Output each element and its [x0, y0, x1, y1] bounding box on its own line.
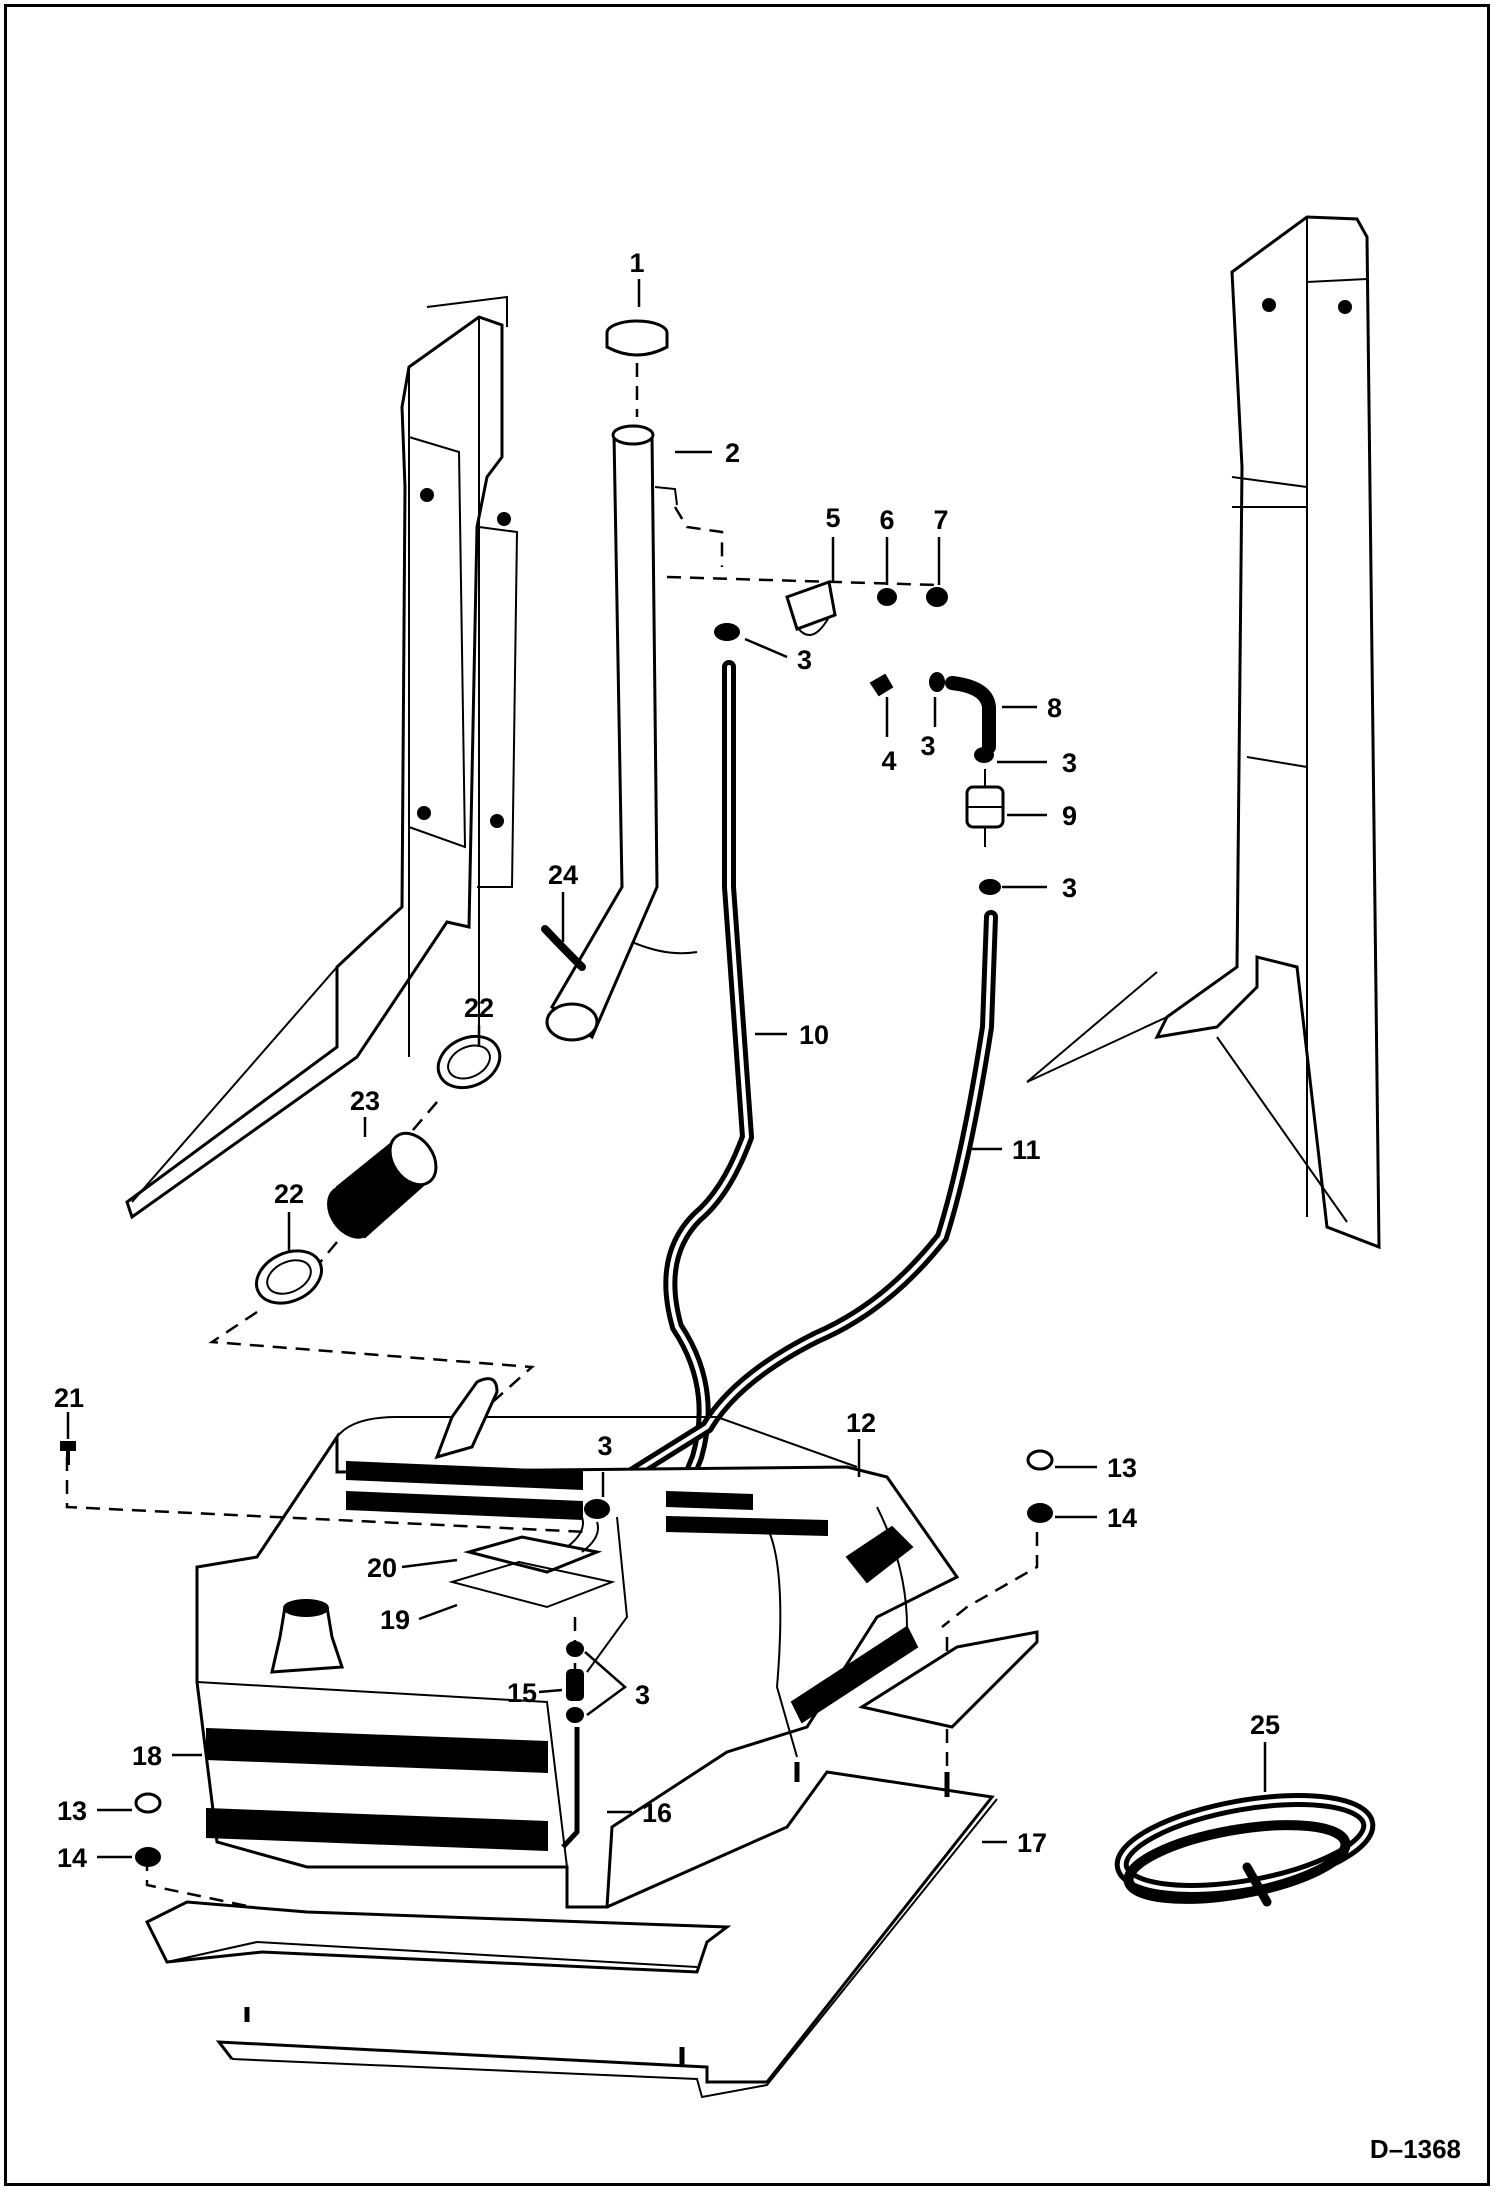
clamp-3-filter-top	[974, 747, 994, 763]
hose-10	[663, 660, 755, 1489]
mount-plate-17	[144, 1630, 1039, 2099]
filler-neck	[545, 424, 698, 1042]
nut-14-left	[135, 1847, 161, 1867]
elbow-hose-8	[945, 676, 996, 754]
washer-13-right	[1026, 1449, 1054, 1471]
washer-13-left	[134, 1792, 162, 1814]
callout-3-hose-top: 3	[797, 645, 812, 675]
clamp-3-elbow	[929, 672, 945, 692]
callout-4: 4	[881, 746, 896, 776]
callout-1: 1	[629, 248, 644, 278]
hose-clamp-top	[714, 623, 740, 641]
callout-11: 11	[1012, 1135, 1041, 1165]
callout-3-filter-bottom: 3	[1062, 873, 1077, 903]
hose-clamp-22-upper	[436, 1034, 502, 1090]
callout-14-left: 14	[57, 1843, 87, 1873]
clamp-3-filter-bottom	[979, 879, 1001, 895]
clamp-3-tank	[584, 1499, 610, 1519]
callout-21: 21	[54, 1383, 84, 1413]
callout-13-right: 13	[1107, 1453, 1137, 1483]
callout-20: 20	[367, 1553, 397, 1583]
clamp-3-pickup-bottom	[566, 1707, 584, 1723]
callout-23: 23	[350, 1086, 380, 1116]
callouts: 1 2 3 3 3 3 3 3 4 5 6 7 8 9 10 11 12 13 …	[54, 248, 1280, 1873]
clamp-5	[785, 579, 837, 636]
leader-lines	[66, 279, 1267, 1859]
mount-dash-21	[65, 1457, 588, 1534]
callout-3-elbow: 3	[920, 731, 935, 761]
callout-7: 7	[933, 505, 948, 535]
fuel-filter-9	[965, 769, 1005, 847]
nut-7	[926, 587, 948, 607]
bolt-21	[60, 1441, 76, 1465]
fill-dash-a	[406, 1101, 438, 1138]
callout-22-upper: 22	[464, 993, 494, 1023]
callout-22-lower: 22	[274, 1179, 304, 1209]
callout-13-left: 13	[57, 1796, 87, 1826]
hose-23	[327, 1131, 438, 1239]
nut-14-right	[1027, 1503, 1053, 1523]
left-upright	[125, 295, 519, 1220]
drawing-reference-code: D–1368	[1369, 2134, 1461, 2164]
callout-3-tank: 3	[597, 1431, 612, 1461]
callout-10: 10	[799, 1020, 829, 1050]
hose-clamp-22-lower	[255, 1249, 323, 1305]
hose-15	[566, 1669, 584, 1701]
callout-17: 17	[1017, 1828, 1047, 1858]
callout-5: 5	[825, 503, 840, 533]
washer-6	[877, 588, 897, 606]
hose-coil-25	[1114, 1793, 1376, 1907]
callout-12: 12	[846, 1408, 876, 1438]
callout-19: 19	[380, 1605, 410, 1635]
fill-dash-c	[208, 1310, 536, 1408]
vent-dash-b	[666, 575, 938, 587]
right-upright	[1026, 215, 1381, 1250]
callout-24: 24	[548, 860, 578, 890]
callout-6: 6	[879, 505, 894, 535]
mount-dash-left	[145, 1857, 253, 1909]
callout-15: 15	[507, 1678, 537, 1708]
mount-dash-right	[941, 1532, 1039, 1628]
callout-14-right: 14	[1107, 1503, 1137, 1533]
fitting-4	[869, 673, 894, 697]
diagram-frame: 1 2 3 3 3 3 3 3 4 5 6 7 8 9 10 11 12 13 …	[4, 4, 1490, 2186]
pickup-tube-16	[561, 1727, 580, 1849]
clamp-3-pickup-top	[566, 1641, 584, 1657]
hose-11	[620, 910, 998, 1484]
vent-dash-a	[673, 506, 724, 567]
callout-9: 9	[1062, 801, 1077, 831]
callout-16: 16	[642, 1798, 672, 1828]
callout-3-pickup: 3	[635, 1680, 650, 1710]
callout-18: 18	[132, 1741, 162, 1771]
callout-3-filter-top: 3	[1062, 748, 1077, 778]
callout-2: 2	[725, 438, 740, 468]
clamp-24	[541, 925, 586, 971]
callout-25: 25	[1250, 1710, 1280, 1740]
filler-cap	[605, 319, 669, 357]
callout-8: 8	[1047, 693, 1062, 723]
fuel-system-diagram: 1 2 3 3 3 3 3 3 4 5 6 7 8 9 10 11 12 13 …	[54, 215, 1381, 2099]
